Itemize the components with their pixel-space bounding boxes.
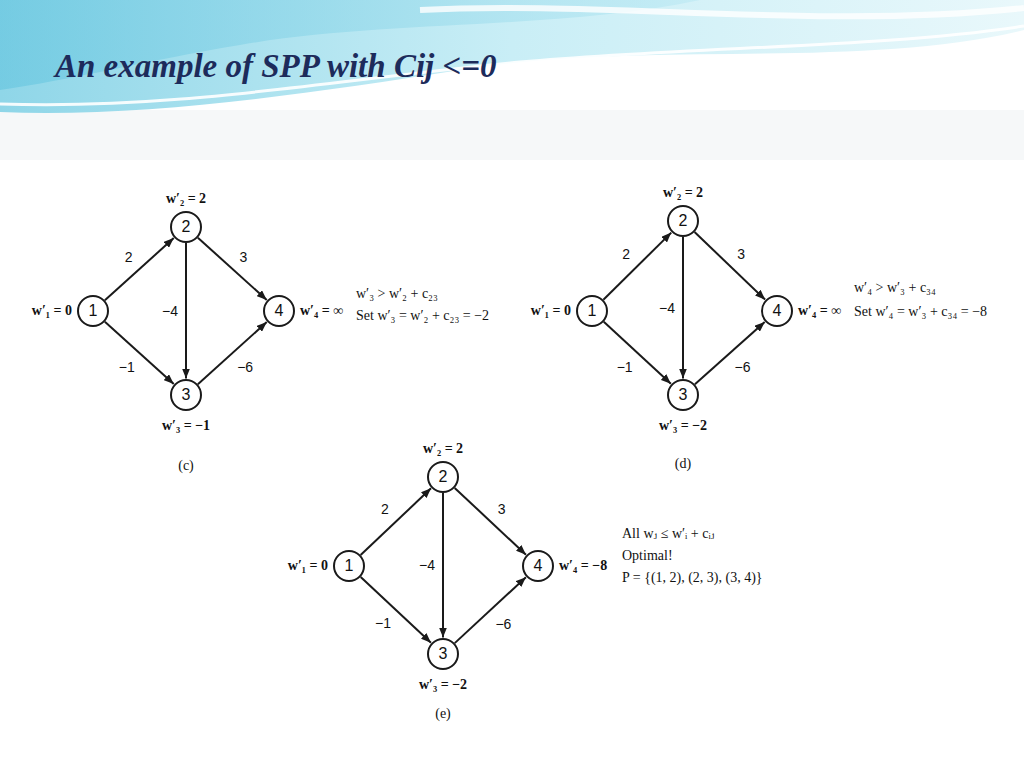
edge-arrow <box>198 238 267 300</box>
node-value: w′₁ = 0 <box>531 303 571 320</box>
edge-weight: 2 <box>123 249 135 266</box>
edge-arrow <box>603 233 671 300</box>
edge-weight: −4 <box>160 303 180 320</box>
node-circle: 2w′₂ = 2 <box>667 205 699 237</box>
edge-weight: 3 <box>735 246 747 263</box>
node-circle: 1w′₁ = 0 <box>77 295 109 327</box>
edge-weight: −4 <box>657 300 677 317</box>
edge-arrow <box>455 488 526 555</box>
step-note: P = {(1, 2), (2, 3), (3, 4)} <box>622 570 763 587</box>
node-circle: 1w′₁ = 0 <box>333 550 365 582</box>
header-streak <box>420 8 1024 16</box>
node-value: w′₃ = −1 <box>162 418 210 435</box>
node-number: 2 <box>679 213 688 229</box>
node-number: 3 <box>439 646 448 662</box>
node-number: 2 <box>439 469 448 485</box>
figure-caption: (d) <box>675 456 691 473</box>
edge-weight: 3 <box>496 501 508 518</box>
edge-weight: 2 <box>620 246 632 263</box>
step-note: Set w′₃ = w′₂ + c₂₃ = −2 <box>356 308 489 325</box>
edge-weight: −1 <box>117 359 137 376</box>
node-value: w′₂ = 2 <box>423 441 463 458</box>
node-circle: 3w′₃ = −1 <box>170 379 202 411</box>
edge-arrow <box>695 322 765 384</box>
edge-weight: −6 <box>493 616 513 633</box>
node-value: w′₃ = −2 <box>659 418 707 435</box>
node-circle: 2w′₂ = 2 <box>427 461 459 493</box>
node-circle: 1w′₁ = 0 <box>576 295 608 327</box>
edge-arrow <box>695 232 766 300</box>
node-value: w′₂ = 2 <box>663 185 703 202</box>
node-number: 4 <box>275 303 284 319</box>
header-wave <box>0 0 1024 113</box>
edge-arrow <box>361 577 431 643</box>
node-circle: 4w′₄ = ∞ <box>263 295 295 327</box>
node-value: w′₁ = 0 <box>288 558 328 575</box>
node-value: w′₂ = 2 <box>166 191 206 208</box>
edge-weight: 2 <box>379 501 391 518</box>
node-value: w′₃ = −2 <box>419 677 467 694</box>
node-number: 3 <box>679 387 688 403</box>
node-number: 1 <box>588 303 597 319</box>
edge-arrow <box>198 322 267 384</box>
node-number: 1 <box>345 558 354 574</box>
step-note: All wⱼ ≤ w′ᵢ + cᵢⱼ <box>622 526 714 543</box>
node-value: w′₄ = ∞ <box>300 303 343 320</box>
node-number: 4 <box>534 558 543 574</box>
figure-caption: (e) <box>435 706 451 723</box>
edge-weight: −6 <box>733 359 753 376</box>
edge-arrow <box>105 322 174 384</box>
edge-weight: 3 <box>237 249 249 266</box>
step-note: Set w′₄ = w′₃ + c₃₄ = −8 <box>854 304 987 321</box>
node-number: 3 <box>182 387 191 403</box>
header-streak <box>0 26 1024 105</box>
edge-arrow <box>604 322 671 384</box>
node-circle: 3w′₃ = −2 <box>427 638 459 670</box>
node-circle: 2w′₂ = 2 <box>170 211 202 243</box>
node-value: w′₄ = −8 <box>559 558 607 575</box>
node-circle: 4w′₄ = −8 <box>522 550 554 582</box>
edge-arrow <box>361 488 431 555</box>
step-note: Optimal! <box>622 548 673 565</box>
edge-weight: −1 <box>373 615 393 632</box>
step-note: w′₃ > w′₂ + c₂₃ <box>356 286 438 303</box>
node-number: 1 <box>89 303 98 319</box>
edge-arrow <box>185 243 187 379</box>
node-value: w′₁ = 0 <box>32 303 72 320</box>
header-shade <box>0 110 1024 160</box>
node-number: 2 <box>182 219 191 235</box>
edge-weight: −6 <box>235 359 255 376</box>
edge-arrow <box>442 493 444 638</box>
node-value: w′₄ = ∞ <box>798 303 841 320</box>
edge-weight: −1 <box>615 359 635 376</box>
figure-caption: (c) <box>178 458 194 475</box>
edge-weight: −4 <box>417 557 437 574</box>
edge-arrow <box>455 577 526 643</box>
edge-arrow <box>105 238 174 300</box>
node-number: 4 <box>773 303 782 319</box>
node-circle: 3w′₃ = −2 <box>667 379 699 411</box>
header-wave-dark <box>0 0 700 90</box>
edge-arrow <box>682 237 684 379</box>
node-circle: 4w′₄ = ∞ <box>761 295 793 327</box>
step-note: w′₄ > w′₃ + c₃₄ <box>854 280 936 297</box>
slide-title: An example of SPP with Cij <=0 <box>55 48 497 85</box>
